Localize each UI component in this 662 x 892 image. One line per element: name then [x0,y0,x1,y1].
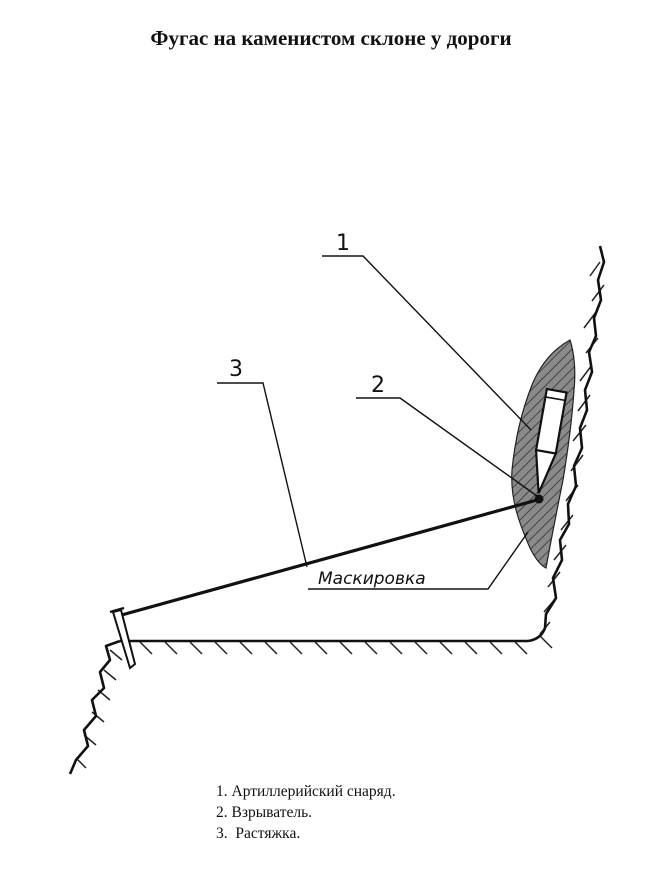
artillery-shell [534,387,568,494]
masking-label: Маскировка [318,569,426,589]
left-slope-outline [68,639,121,775]
legend-item-3: 3. Растяжка. [216,825,301,842]
leader-line-tripwire [217,382,308,568]
right-slope-outline [527,245,606,643]
legend: 1. Артиллерийский снаряд. 2. Взрыватель.… [216,781,396,844]
legend-item-1: 1. Артиллерийский снаряд. [216,783,396,800]
leader-line-fuze [356,397,538,497]
tripwire-line [117,498,538,618]
callout-3: 3 [229,357,243,382]
callout-1: 1 [336,231,350,256]
stake [109,606,137,670]
leader-line-masking [308,531,529,590]
leader-lines [217,255,538,590]
callout-2: 2 [371,373,385,398]
leader-line-shell [322,255,532,431]
legend-item-2: 2. Взрыватель. [216,804,313,821]
page-title: Фугас на каменистом склоне у дороги [150,26,512,50]
